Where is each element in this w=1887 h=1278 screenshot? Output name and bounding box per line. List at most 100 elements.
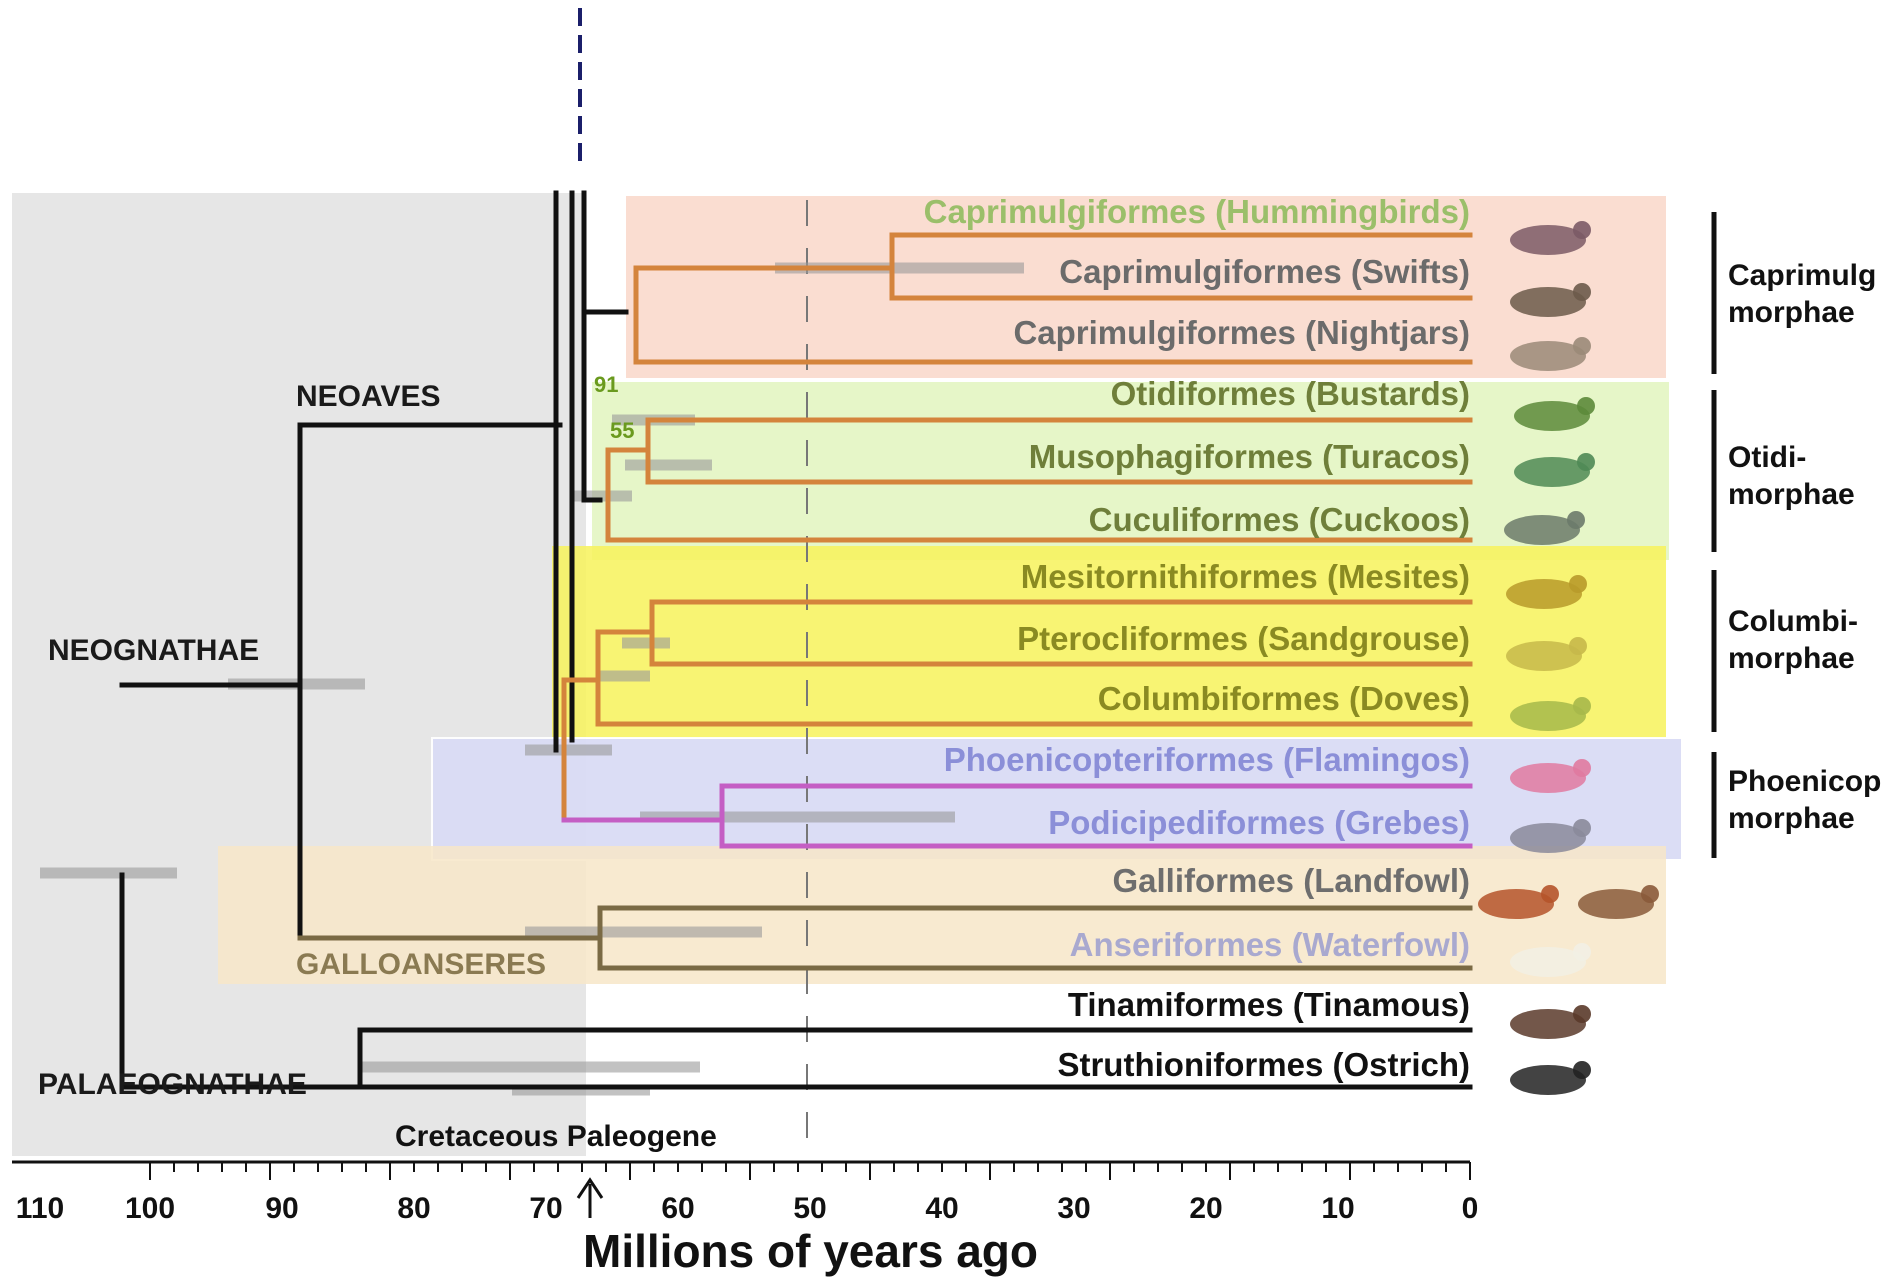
period-label: Cretaceous Paleogene xyxy=(395,1120,717,1153)
taxon-bustards: Otidiformes (Bustards) xyxy=(1110,375,1470,412)
grebe-icon xyxy=(1510,819,1591,853)
taxon-mesites: Mesitornithiformes (Mesites) xyxy=(1020,558,1470,595)
tinamou-icon-body xyxy=(1510,1009,1586,1039)
turaco-icon-head xyxy=(1577,453,1595,471)
taxon-doves: Columbiformes (Doves) xyxy=(1097,680,1470,717)
x-tick-0: 0 xyxy=(1461,1192,1479,1225)
nightjar-icon-body xyxy=(1510,341,1586,371)
taxon-waterfowl: Anseriformes (Waterfowl) xyxy=(1069,926,1470,963)
mesite-icon-body xyxy=(1506,579,1582,609)
tinamou-icon xyxy=(1510,1005,1591,1039)
phoenicopterimorphae-box xyxy=(431,737,1683,861)
swift-icon-head xyxy=(1573,283,1591,301)
nightjar-icon-head xyxy=(1573,337,1591,355)
taxon-ostrich: Struthioniformes (Ostrich) xyxy=(1057,1046,1470,1083)
turkey-icon xyxy=(1578,885,1659,919)
x-axis-label: Millions of years ago xyxy=(583,1225,1038,1277)
x-tick-90: 90 xyxy=(265,1192,299,1225)
group-otidimorphae-line1: Otidi- xyxy=(1728,441,1807,474)
swift-icon xyxy=(1510,283,1591,317)
taxon-sandgrouse: Pterocliformes (Sandgrouse) xyxy=(1017,620,1470,657)
turaco-icon xyxy=(1514,453,1595,487)
sandgrouse-icon xyxy=(1506,637,1587,671)
group-columbimorphae-line1: Columbi- xyxy=(1728,605,1858,638)
columbimorphae-box xyxy=(552,546,1666,738)
cuckoo-icon-body xyxy=(1504,515,1580,545)
cuckoo-icon xyxy=(1504,511,1585,545)
x-tick-20: 20 xyxy=(1189,1192,1223,1225)
waterfowl-icon-body xyxy=(1510,947,1586,977)
group-columbimorphae: Columbi-morphae xyxy=(1728,604,1858,677)
clade-galloanseres: GALLOANSERES xyxy=(296,948,547,981)
taxon-nightjars: Caprimulgiformes (Nightjars) xyxy=(1013,314,1470,351)
clade-neoaves: NEOAVES xyxy=(296,380,441,413)
group-otidimorphae-line2: morphae xyxy=(1728,477,1855,511)
sandgrouse-icon-body xyxy=(1506,641,1582,671)
bustard-icon xyxy=(1514,397,1595,431)
dove-icon-head xyxy=(1573,697,1591,715)
hummingbird-icon-head xyxy=(1573,221,1591,239)
group-phoenicopterimorphae-line1: Phoenicop xyxy=(1728,765,1882,798)
x-tick-110: 110 xyxy=(15,1192,65,1225)
taxon-tinamous: Tinamiformes (Tinamous) xyxy=(1067,986,1470,1023)
x-tick-50: 50 xyxy=(793,1192,827,1225)
group-caprimulgimorphae-line2: morphae xyxy=(1728,295,1855,329)
taxon-grebes: Podicipediformes (Grebes) xyxy=(1048,804,1470,841)
x-tick-30: 30 xyxy=(1057,1192,1091,1225)
dove-icon-body xyxy=(1510,701,1586,731)
kpg-arrow-head xyxy=(576,1177,604,1199)
sandgrouse-icon-head xyxy=(1569,637,1587,655)
clade-neognathae: NEOGNATHAE xyxy=(48,634,260,667)
x-tick-40: 40 xyxy=(925,1192,959,1225)
nightjar-icon xyxy=(1510,337,1591,371)
bootstrap-55: 55 xyxy=(610,418,635,443)
hummingbird-icon xyxy=(1510,221,1591,255)
group-columbimorphae-line2: morphae xyxy=(1728,641,1855,675)
flamingo-icon xyxy=(1510,759,1591,793)
taxon-hummingbirds: Caprimulgiformes (Hummingbirds) xyxy=(923,193,1470,230)
rooster-icon-head xyxy=(1541,885,1559,903)
taxon-turacos: Musophagiformes (Turacos) xyxy=(1028,438,1470,475)
grebe-icon-body xyxy=(1510,823,1586,853)
mesite-icon-head xyxy=(1569,575,1587,593)
group-phoenicopterimorphae-line2: morphae xyxy=(1728,801,1855,835)
x-tick-70: 70 xyxy=(529,1192,563,1225)
x-tick-10: 10 xyxy=(1321,1192,1355,1225)
ostrich-icon-head xyxy=(1573,1061,1591,1079)
group-otidimorphae: Otidi-morphae xyxy=(1728,440,1855,513)
hummingbird-icon-body xyxy=(1510,225,1586,255)
x-tick-100: 100 xyxy=(124,1192,176,1225)
bustard-icon-body xyxy=(1514,401,1590,431)
group-caprimulgimorphae-line1: Caprimulg xyxy=(1728,259,1877,292)
x-tick-60: 60 xyxy=(661,1192,695,1225)
caprimulgimorphae-box xyxy=(626,196,1666,378)
tinamou-icon-head xyxy=(1573,1005,1591,1023)
x-tick-80: 80 xyxy=(397,1192,431,1225)
taxon-landfowl: Galliformes (Landfowl) xyxy=(1112,862,1470,899)
otidimorphae-box xyxy=(592,382,1669,560)
flamingo-icon-body xyxy=(1510,763,1586,793)
taxon-swifts: Caprimulgiformes (Swifts) xyxy=(1059,253,1470,290)
waterfowl-icon xyxy=(1510,943,1591,977)
rooster-icon-body xyxy=(1478,889,1554,919)
cuckoo-icon-head xyxy=(1567,511,1585,529)
clade-palaeognathae: PALAEOGNATHAE xyxy=(38,1068,307,1101)
grebe-icon-head xyxy=(1573,819,1591,837)
turaco-icon-body xyxy=(1514,457,1590,487)
bootstrap-91: 91 xyxy=(594,372,619,397)
flamingo-icon-head xyxy=(1573,759,1591,777)
turkey-icon-head xyxy=(1641,885,1659,903)
taxon-flamingos: Phoenicopteriformes (Flamingos) xyxy=(943,741,1470,778)
mesite-icon xyxy=(1506,575,1587,609)
taxon-cuckoos: Cuculiformes (Cuckoos) xyxy=(1088,501,1470,538)
rooster-icon xyxy=(1478,885,1559,919)
swift-icon-body xyxy=(1510,287,1586,317)
turkey-icon-body xyxy=(1578,889,1654,919)
waterfowl-icon-head xyxy=(1573,943,1591,961)
dove-icon xyxy=(1510,697,1591,731)
ostrich-icon-body xyxy=(1510,1065,1586,1095)
ostrich-icon xyxy=(1510,1061,1591,1095)
